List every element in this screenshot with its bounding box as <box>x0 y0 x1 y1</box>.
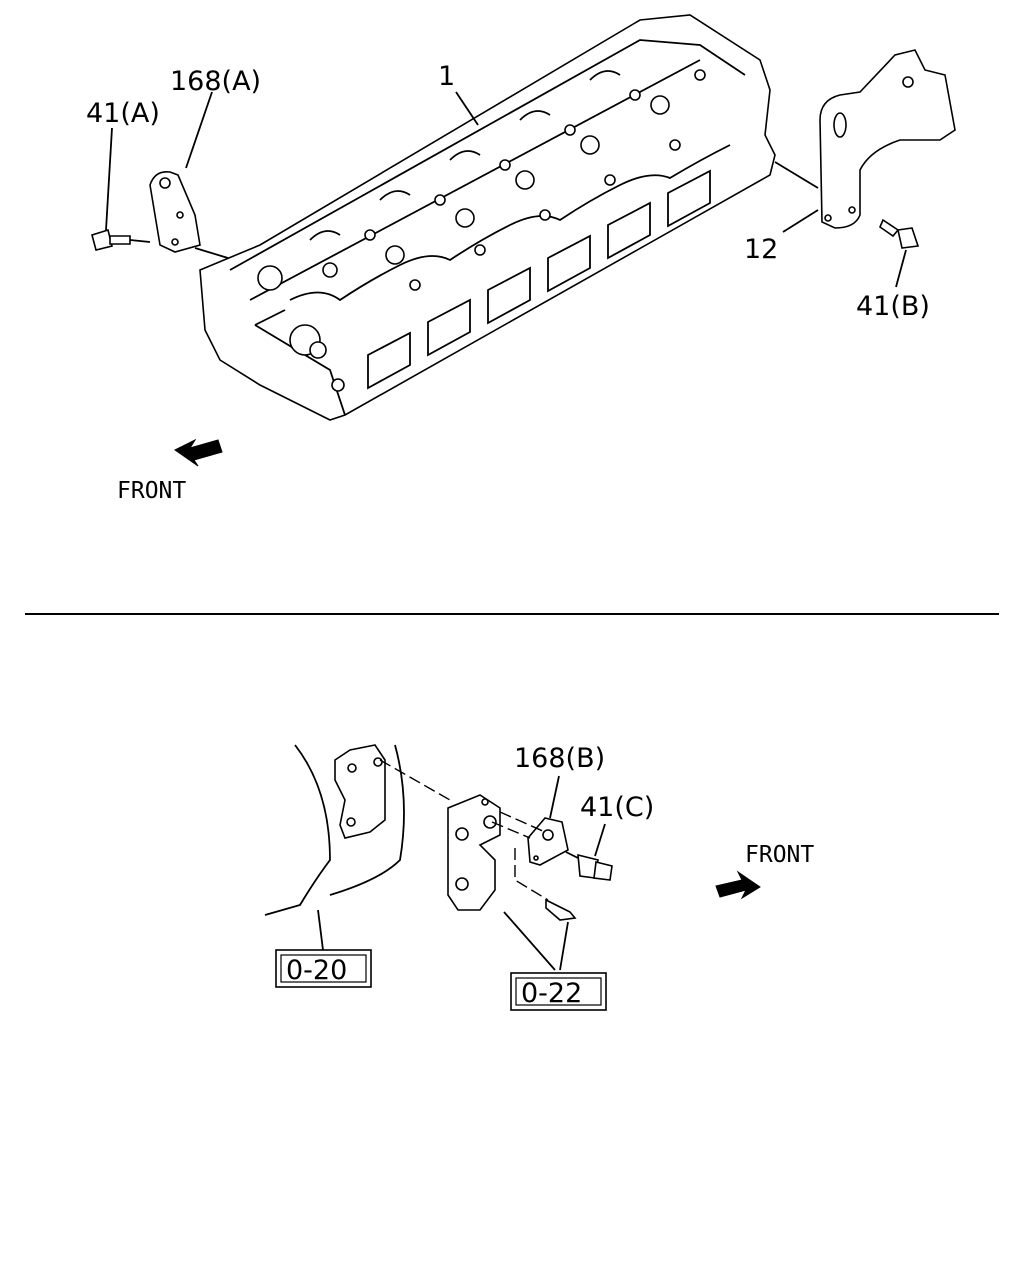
ref-0-20-text: 0-20 <box>286 955 347 986</box>
callout-168a: 168(A) <box>170 66 261 97</box>
front-label-bottom: FRONT <box>745 842 814 868</box>
engine-mount-bracket <box>447 794 501 911</box>
callout-41b: 41(B) <box>856 291 930 322</box>
callout-41a: 41(A) <box>86 98 160 129</box>
ref-0-22-text: 0-22 <box>521 978 582 1009</box>
front-arrow-icon-bottom <box>715 870 761 900</box>
bracket-168b <box>527 817 569 866</box>
assembly-line-3 <box>499 811 546 833</box>
callout-12: 12 <box>744 234 778 265</box>
bolt-41b <box>879 218 920 249</box>
cylinder-head-assembly <box>199 14 776 421</box>
bolt-41a <box>91 228 151 251</box>
leader-0-22-b <box>559 921 569 971</box>
leader-12 <box>782 209 819 233</box>
engine-block-outline <box>264 744 405 916</box>
front-arrow-icon <box>174 438 223 467</box>
leader-0-22-a <box>503 911 556 971</box>
leader-41b <box>895 249 907 288</box>
leader-41a <box>105 127 113 231</box>
leader-168a <box>185 91 213 169</box>
leader-41c <box>594 823 606 857</box>
callout-1: 1 <box>438 61 455 92</box>
assembly-line-2 <box>491 821 531 839</box>
leader-1 <box>455 91 479 126</box>
bracket-12 <box>774 49 956 229</box>
head-bolt-holes <box>322 69 706 291</box>
assembly-line-4 <box>514 848 549 901</box>
callout-41c: 41(C) <box>580 792 654 823</box>
ref-box-0-20: 0-20 <box>275 949 372 988</box>
bracket-168a <box>149 170 229 259</box>
mount-bolt <box>545 898 577 921</box>
leader-0-20 <box>317 909 324 951</box>
bolt-41c <box>565 851 613 881</box>
assembly-line-1 <box>379 759 451 801</box>
ref-box-0-22: 0-22 <box>510 972 607 1011</box>
leader-168b <box>549 775 560 819</box>
callout-168b: 168(B) <box>514 743 605 774</box>
front-label-top: FRONT <box>117 478 186 504</box>
port-windows <box>367 169 711 390</box>
